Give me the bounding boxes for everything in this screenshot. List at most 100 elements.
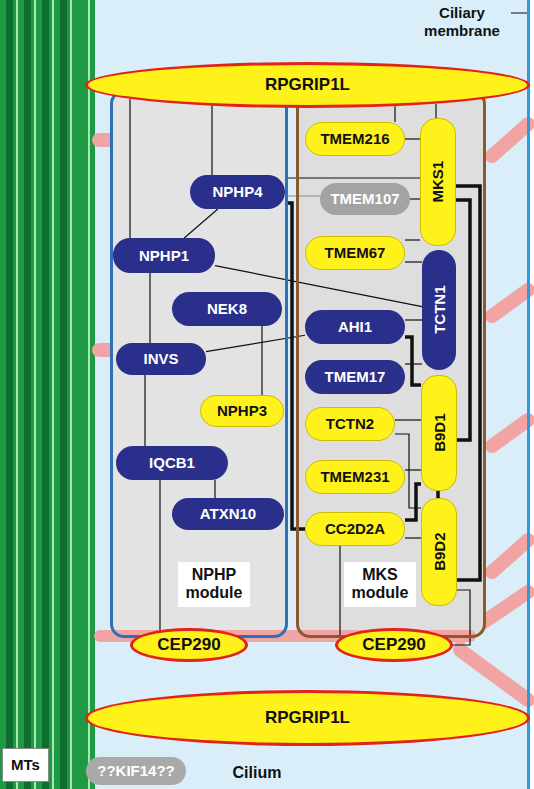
module-box: MKS module TMEM216TMEM107TMEM67AHI1TMEM17… bbox=[296, 90, 486, 638]
interaction-line bbox=[410, 198, 420, 199]
interaction-line bbox=[149, 273, 150, 343]
membrane-line bbox=[527, 0, 530, 789]
module-fill bbox=[110, 90, 288, 638]
protein-ellipse: RPGRIP1L bbox=[85, 62, 530, 108]
protein-pill: NEK8 bbox=[172, 292, 282, 326]
interaction-line bbox=[405, 337, 421, 385]
interaction-line bbox=[405, 138, 420, 139]
protein-name: CEP290 bbox=[362, 635, 425, 655]
protein-name: TCTN1 bbox=[430, 286, 447, 334]
protein-pill: TMEM216 bbox=[305, 122, 405, 156]
y-link bbox=[492, 420, 528, 446]
y-link bbox=[492, 540, 528, 572]
protein-name: RPGRIP1L bbox=[265, 75, 350, 95]
module-box: NPHP module NPHP4NPHP1NEK8INVS NPHP3IQCB1A… bbox=[110, 90, 288, 638]
protein-pill: TMEM231 bbox=[305, 460, 405, 494]
protein-name: MTs bbox=[11, 756, 40, 773]
protein-pill: NPHP1 bbox=[113, 238, 215, 273]
protein-name: IQCB1 bbox=[149, 454, 195, 471]
interaction-line bbox=[405, 261, 422, 262]
interaction-line bbox=[206, 335, 305, 351]
microtubule-stripe bbox=[60, 0, 67, 789]
interaction-line bbox=[129, 99, 130, 238]
microtubule-stripe bbox=[6, 0, 13, 789]
microtubule-stripe bbox=[42, 0, 49, 789]
protein-name: ATXN10 bbox=[200, 505, 256, 522]
y-link bbox=[460, 650, 528, 700]
protein-pill: NPHP3 bbox=[200, 395, 284, 427]
protein-pill: TMEM17 bbox=[305, 360, 405, 394]
module-label: NPHP module bbox=[178, 562, 250, 607]
protein-pill: CC2D2A bbox=[305, 512, 405, 546]
microtubule-line bbox=[70, 0, 72, 789]
y-link bbox=[492, 290, 528, 316]
interaction-line bbox=[405, 363, 422, 364]
microtubule-line bbox=[52, 0, 54, 789]
protein-pill: IQCB1 bbox=[116, 446, 228, 480]
protein-pill: INVS bbox=[116, 343, 206, 375]
cilium-lumen bbox=[95, 0, 530, 789]
protein-ellipse: RPGRIP1L bbox=[85, 690, 530, 746]
protein-name: ??KIF14?? bbox=[97, 762, 175, 779]
module-fill bbox=[296, 90, 486, 638]
interaction-line bbox=[435, 104, 436, 118]
protein-name: NEK8 bbox=[207, 300, 247, 317]
interaction-line bbox=[405, 537, 421, 538]
interaction-line bbox=[405, 484, 421, 520]
protein-name: MKS1 bbox=[429, 161, 446, 203]
interaction-line bbox=[285, 203, 305, 529]
interaction-line bbox=[159, 480, 160, 630]
protein-name: B9D1 bbox=[430, 414, 447, 452]
interaction-line bbox=[436, 491, 440, 498]
region-label: Cilium bbox=[222, 763, 292, 782]
interaction-line bbox=[339, 546, 340, 638]
interaction-line bbox=[184, 209, 218, 238]
interaction-line bbox=[144, 375, 145, 446]
leader-line bbox=[511, 12, 527, 13]
protein-name: NPHP1 bbox=[139, 247, 189, 264]
protein-bar: TCTN1 bbox=[422, 250, 456, 370]
interaction-line bbox=[261, 326, 262, 395]
protein-name: NPHP3 bbox=[217, 402, 267, 419]
protein-bar: B9D1 bbox=[421, 375, 457, 491]
protein-ellipse: CEP290 bbox=[335, 628, 453, 662]
label-box: MTs bbox=[2, 748, 49, 782]
microtubule-line bbox=[16, 0, 18, 789]
membrane-label: Ciliary membrane bbox=[416, 4, 508, 40]
protein-name: TMEM67 bbox=[325, 244, 386, 261]
interaction-line bbox=[285, 177, 420, 178]
protein-bar: B9D2 bbox=[421, 498, 457, 606]
microtubule-band bbox=[0, 0, 95, 789]
protein-name: TMEM107 bbox=[330, 190, 399, 207]
protein-name: INVS bbox=[143, 350, 178, 367]
protein-name: CC2D2A bbox=[325, 520, 385, 537]
protein-ellipse: CEP290 bbox=[130, 628, 248, 662]
protein-name: TMEM231 bbox=[320, 468, 389, 485]
protein-pill: ??KIF14?? bbox=[86, 757, 186, 785]
protein-pill: TMEM107 bbox=[320, 183, 410, 215]
microtubule-line bbox=[88, 0, 90, 789]
protein-name: TMEM17 bbox=[325, 368, 386, 385]
module-label: MKS module bbox=[344, 562, 416, 607]
protein-name: NPHP4 bbox=[212, 183, 262, 200]
interaction-line bbox=[214, 480, 215, 498]
protein-pill: AHI1 bbox=[305, 310, 405, 344]
protein-name: RPGRIP1L bbox=[265, 708, 350, 728]
interaction-line bbox=[405, 319, 422, 320]
protein-name: TCTN2 bbox=[326, 415, 374, 432]
interaction-line bbox=[456, 200, 470, 440]
protein-pill: ATXN10 bbox=[172, 498, 284, 530]
interaction-line bbox=[211, 106, 212, 175]
interaction-line bbox=[394, 106, 395, 122]
interaction-line bbox=[456, 186, 480, 580]
interaction-line bbox=[405, 469, 421, 470]
protein-bar: MKS1 bbox=[420, 118, 456, 246]
microtubule-stripe bbox=[24, 0, 31, 789]
protein-pill: NPHP4 bbox=[190, 175, 285, 209]
protein-pill: TCTN2 bbox=[305, 407, 395, 441]
interaction-line bbox=[405, 239, 420, 240]
microtubule-line bbox=[34, 0, 36, 789]
protein-name: TMEM216 bbox=[320, 130, 389, 147]
protein-name: CEP290 bbox=[157, 635, 220, 655]
interaction-line bbox=[395, 419, 421, 420]
